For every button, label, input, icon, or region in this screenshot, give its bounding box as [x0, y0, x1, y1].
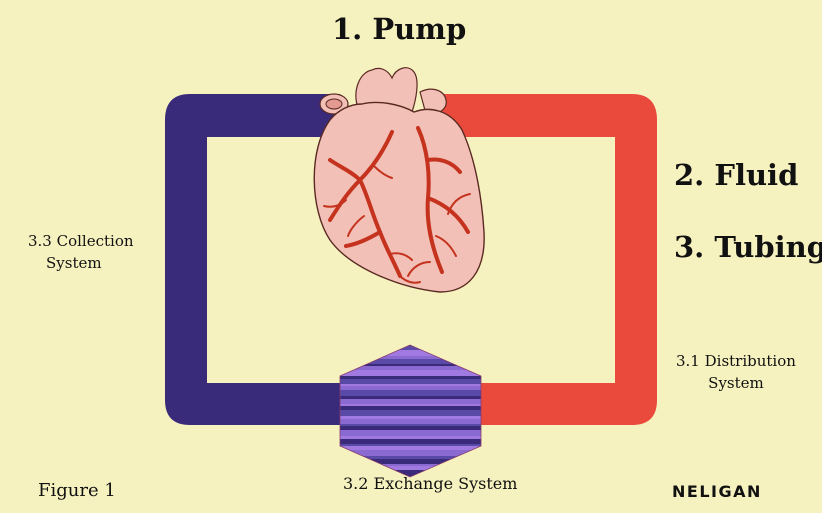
distribution-label-line-1: 3.1 Distribution: [676, 350, 796, 372]
distribution-label-line-2: System: [676, 372, 796, 394]
fluid-label: 2. Fluid: [674, 158, 798, 192]
figure-caption: Figure 1: [38, 480, 116, 501]
exchange-hexagon-icon: [338, 344, 484, 484]
distribution-system-label: 3.1 Distribution System: [676, 350, 796, 394]
brand-logo: NELIGAN: [672, 482, 762, 501]
tubing-label: 3. Tubing: [674, 230, 822, 264]
collection-label-line-1: 3.3 Collection: [28, 230, 134, 252]
collection-label-line-2: System: [28, 252, 134, 274]
exchange-system-label: 3.2 Exchange System: [343, 474, 517, 493]
collection-system-label: 3.3 Collection System: [28, 230, 134, 274]
pump-title: 1. Pump: [332, 12, 466, 46]
